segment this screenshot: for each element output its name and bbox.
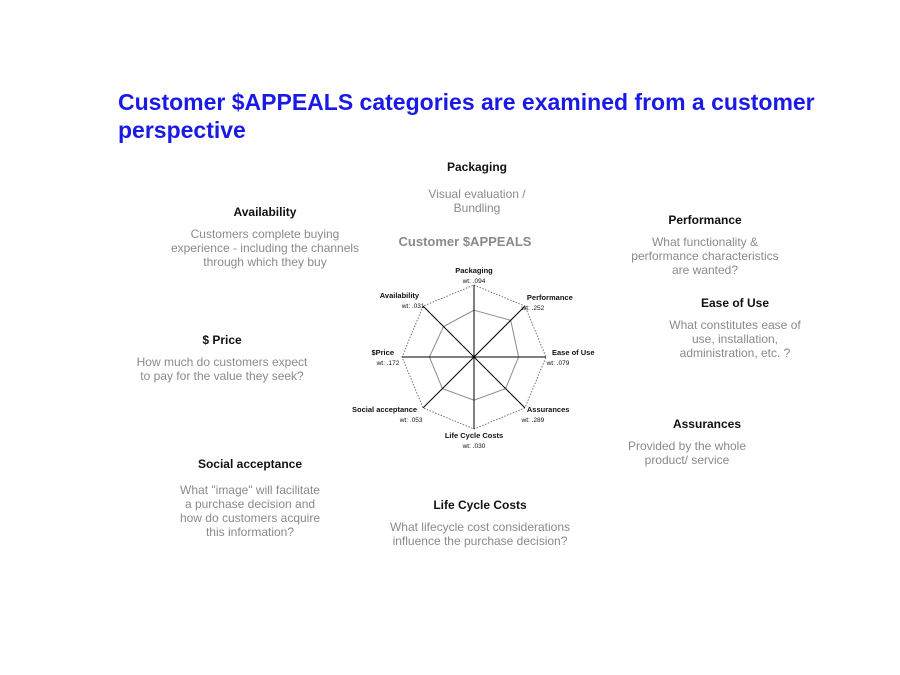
radar-axis-spoke — [422, 356, 475, 409]
category-heading: Life Cycle Costs — [433, 498, 527, 512]
category-description-line: Customers complete buying — [190, 227, 340, 241]
category-description-line: through which they buy — [203, 255, 327, 269]
category-description-line: influence the purchase decision? — [392, 534, 568, 548]
category-price: $ Price How much do customers expect to … — [122, 333, 322, 383]
category-description-line: use, installation, — [691, 332, 779, 346]
category-description-line: this information? — [205, 525, 295, 539]
radar-axis-weight: wt: .030 — [462, 443, 486, 450]
radar-axis-label: Assurances — [527, 405, 570, 414]
category-description-line: How much do customers expect — [136, 355, 308, 369]
category-description-line: Visual evaluation / — [428, 187, 526, 201]
category-description-line: administration, etc. ? — [679, 346, 791, 360]
category-heading: Assurances — [672, 417, 742, 431]
category-social-acceptance: Social acceptance What "image" will faci… — [160, 457, 340, 539]
radar-axis-label: Packaging — [455, 266, 493, 275]
category-packaging: Packaging Visual evaluation / Bundling — [392, 160, 562, 215]
category-heading: $ Price — [202, 333, 242, 347]
radar-axis-label: Availability — [380, 291, 420, 300]
category-heading: Social acceptance — [197, 457, 303, 471]
category-description-line: experience - including the channels — [170, 241, 360, 255]
radar-axis-spoke — [473, 356, 526, 409]
category-ease-of-use: Ease of Use What constitutes ease of use… — [650, 296, 820, 360]
category-description-line: What functionality & — [651, 235, 759, 249]
radar-axis-label: $Price — [371, 348, 394, 357]
category-availability: Availability Customers complete buying e… — [155, 205, 375, 269]
radar-axis-weight: wt: .289 — [521, 417, 545, 424]
radar-axis-spoke — [473, 305, 526, 358]
category-description-line: Bundling — [453, 201, 501, 215]
radar-axis-weight: wt: .252 — [521, 305, 545, 312]
category-description-line: What "image" will facilitate — [180, 483, 320, 497]
category-description-line: are wanted? — [671, 263, 739, 277]
category-description-line: product/ service — [644, 453, 730, 467]
page-title: Customer $APPEALS categories are examine… — [118, 89, 815, 143]
category-description-line: What lifecycle cost considerations — [389, 520, 571, 534]
category-description-line: What constitutes ease of — [669, 318, 801, 332]
radar-axis-weight: wt: .172 — [376, 360, 400, 367]
category-description-line: Provided by the whole — [627, 439, 747, 453]
category-assurances: Assurances Provided by the whole product… — [612, 417, 762, 467]
radar-axis-spoke — [422, 305, 475, 358]
category-description-line: performance characteristics — [631, 249, 779, 263]
category-life-cycle-costs: Life Cycle Costs What lifecycle cost con… — [370, 498, 590, 548]
radar-axis-weight: wt: .094 — [462, 278, 486, 285]
category-performance: Performance What functionality & perform… — [615, 213, 795, 277]
category-description-line: how do customers acquire — [179, 511, 321, 525]
radar-axis-weight: wt: .031 — [401, 303, 425, 310]
radar-axis-label: Ease of Use — [552, 348, 595, 357]
category-description-line: to pay for the value they seek? — [140, 369, 304, 383]
category-heading: Ease of Use — [700, 296, 770, 310]
category-heading: Packaging — [446, 160, 508, 174]
radar-axis-label: Performance — [527, 293, 573, 302]
radar-chart-title: Customer $APPEALS — [398, 234, 532, 249]
category-description-line: a purchase decision and — [184, 497, 316, 511]
radar-axis-weight: wt: .079 — [546, 360, 570, 367]
radar-axis-label: Social acceptance — [352, 405, 417, 414]
category-heading: Availability — [233, 205, 297, 219]
category-heading: Performance — [668, 213, 742, 227]
radar-axis-weight: wt: .053 — [399, 417, 423, 424]
radar-axis-label: Life Cycle Costs — [445, 431, 503, 440]
